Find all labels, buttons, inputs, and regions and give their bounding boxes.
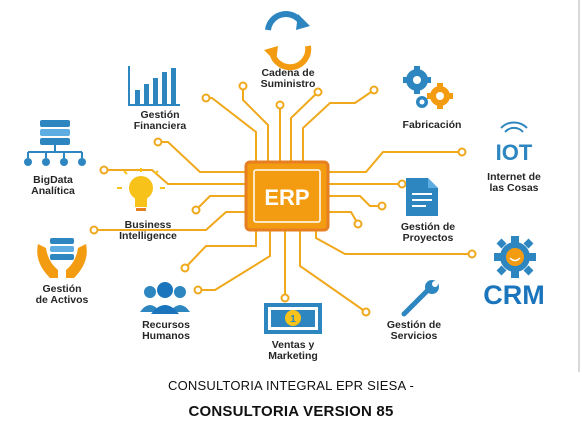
banknote-icon: 1 (264, 303, 322, 334)
people-icon (140, 282, 190, 314)
iot-line1: Internet de (487, 171, 541, 183)
label-bigdata: BigData Analítica (6, 175, 100, 197)
iot-line2: las Cosas (489, 182, 539, 194)
cadena-line1: Cadena de (261, 67, 315, 79)
gears-icon (403, 66, 453, 109)
ventas-line2: Marketing (268, 350, 318, 362)
label-cadena-suministro: Cadena de Suministro (238, 68, 338, 90)
erp-diagram: ERP (24, 11, 536, 334)
ventas-line1: Ventas y (271, 339, 315, 351)
caption-line-2: CONSULTORIA VERSION 85 (188, 403, 394, 420)
label-activos: Gestión de Activos (12, 284, 112, 306)
rrhh-line2: Humanos (142, 330, 190, 342)
bigdata-line2: Analítica (31, 185, 75, 197)
lightbulb-icon (117, 168, 165, 211)
proyectos-line2: Proyectos (402, 232, 454, 244)
activos-line2: de Activos (35, 294, 89, 306)
bigdata-line1: BigData (33, 174, 73, 186)
wrench-icon (401, 280, 439, 317)
servicios-line2: Servicios (390, 330, 438, 342)
cadena-line2: Suministro (260, 78, 316, 90)
database-network-icon (24, 120, 86, 166)
cycle-arrows-icon (264, 11, 312, 71)
label-iot: Internet de las Cosas (464, 172, 564, 194)
document-icon (406, 178, 438, 216)
rrhh-line1: Recursos (142, 319, 190, 331)
hands-database-icon (37, 238, 87, 278)
iot-icon: IOT (496, 121, 533, 165)
edge-divider (578, 0, 580, 372)
crm-gear-icon (494, 236, 536, 278)
erp-chip: ERP (244, 160, 330, 232)
iot-icon-text: IOT (496, 140, 533, 165)
activos-line1: Gestión (42, 283, 82, 295)
label-fabricacion: Fabricación (382, 120, 482, 131)
caption-line-1: CONSULTORIA INTEGRAL EPR SIESA - (168, 378, 414, 393)
label-recursos-humanos: Recursos Humanos (116, 320, 216, 342)
bar-chart-icon (128, 66, 180, 106)
servicios-line1: Gestión de (386, 319, 442, 331)
crm-line1: CRM (483, 280, 545, 310)
financiera-line2: Financiera (133, 120, 187, 132)
business-line2: Intelligence (119, 230, 177, 242)
label-proyectos: Gestión de Proyectos (378, 222, 478, 244)
fabricacion-line1: Fabricación (402, 119, 462, 131)
business-line1: Business (124, 219, 172, 231)
banknote-icon-text: 1 (290, 314, 296, 325)
label-gestion-servicios: Gestión de Servicios (364, 320, 464, 342)
erp-label: ERP (264, 185, 309, 210)
proyectos-line1: Gestión de (400, 221, 456, 233)
circuit-nodes (89, 81, 477, 317)
circuit-lines (94, 86, 472, 313)
label-crm: CRM (464, 280, 564, 310)
label-business: Business Intelligence (98, 220, 198, 242)
label-ventas-marketing: Ventas y Marketing (243, 340, 343, 362)
financiera-line1: Gestión (140, 109, 180, 121)
label-gestion-financiera: Gestión Financiera (112, 110, 208, 132)
